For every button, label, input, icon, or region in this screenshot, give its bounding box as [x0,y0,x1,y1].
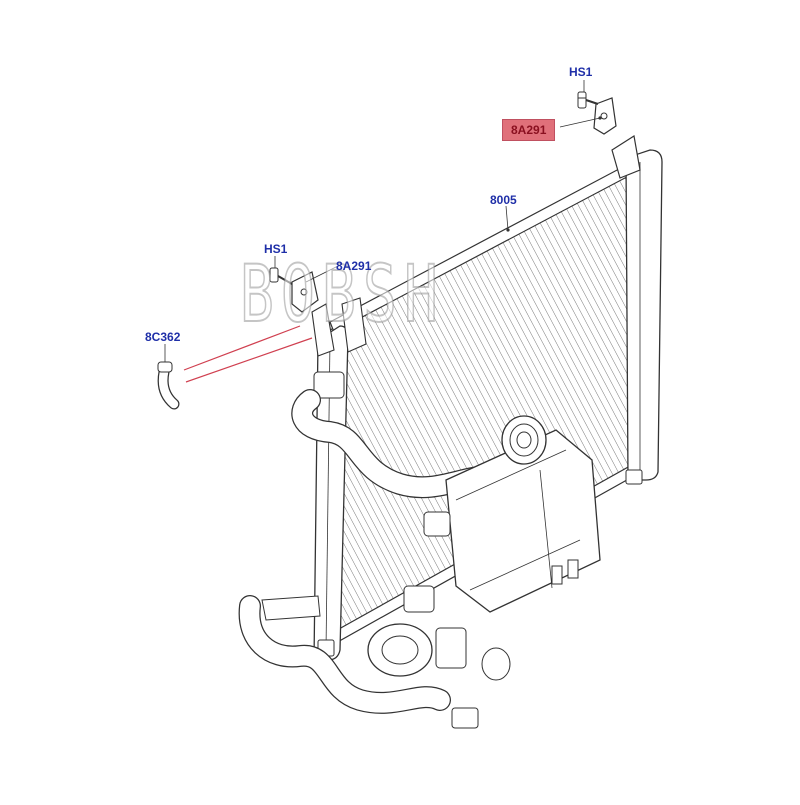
leader-red-2 [185,337,313,383]
leader-bracket-top [559,117,601,128]
bolt-left [269,267,293,285]
callout-bracket-left: 8A291 [336,259,372,273]
coolant-hose-lower [238,595,451,714]
callout-condenser: 8005 [490,193,517,207]
leader-dot-condenser [506,228,510,232]
callout-bracket-top: 8A291 [502,119,556,141]
leader-dot-bracket-top [598,116,602,120]
callout-hose: 8C362 [145,330,181,344]
bracket-top-right [593,97,617,135]
leader-bracket-left [305,265,339,283]
callout-hs1-top: HS1 [569,65,593,79]
hose-part [157,361,180,410]
bracket-left [291,271,367,357]
intercooler [445,429,601,613]
coolant-pump [367,511,511,729]
leader-condenser [505,205,509,231]
callout-hs1-left: HS1 [264,242,288,256]
condenser-left-tank [313,325,349,661]
bolt-top-right [577,91,599,109]
condenser-right-tank [611,135,663,485]
leader-red-1 [183,325,301,371]
intercooler-inlet [501,415,547,465]
